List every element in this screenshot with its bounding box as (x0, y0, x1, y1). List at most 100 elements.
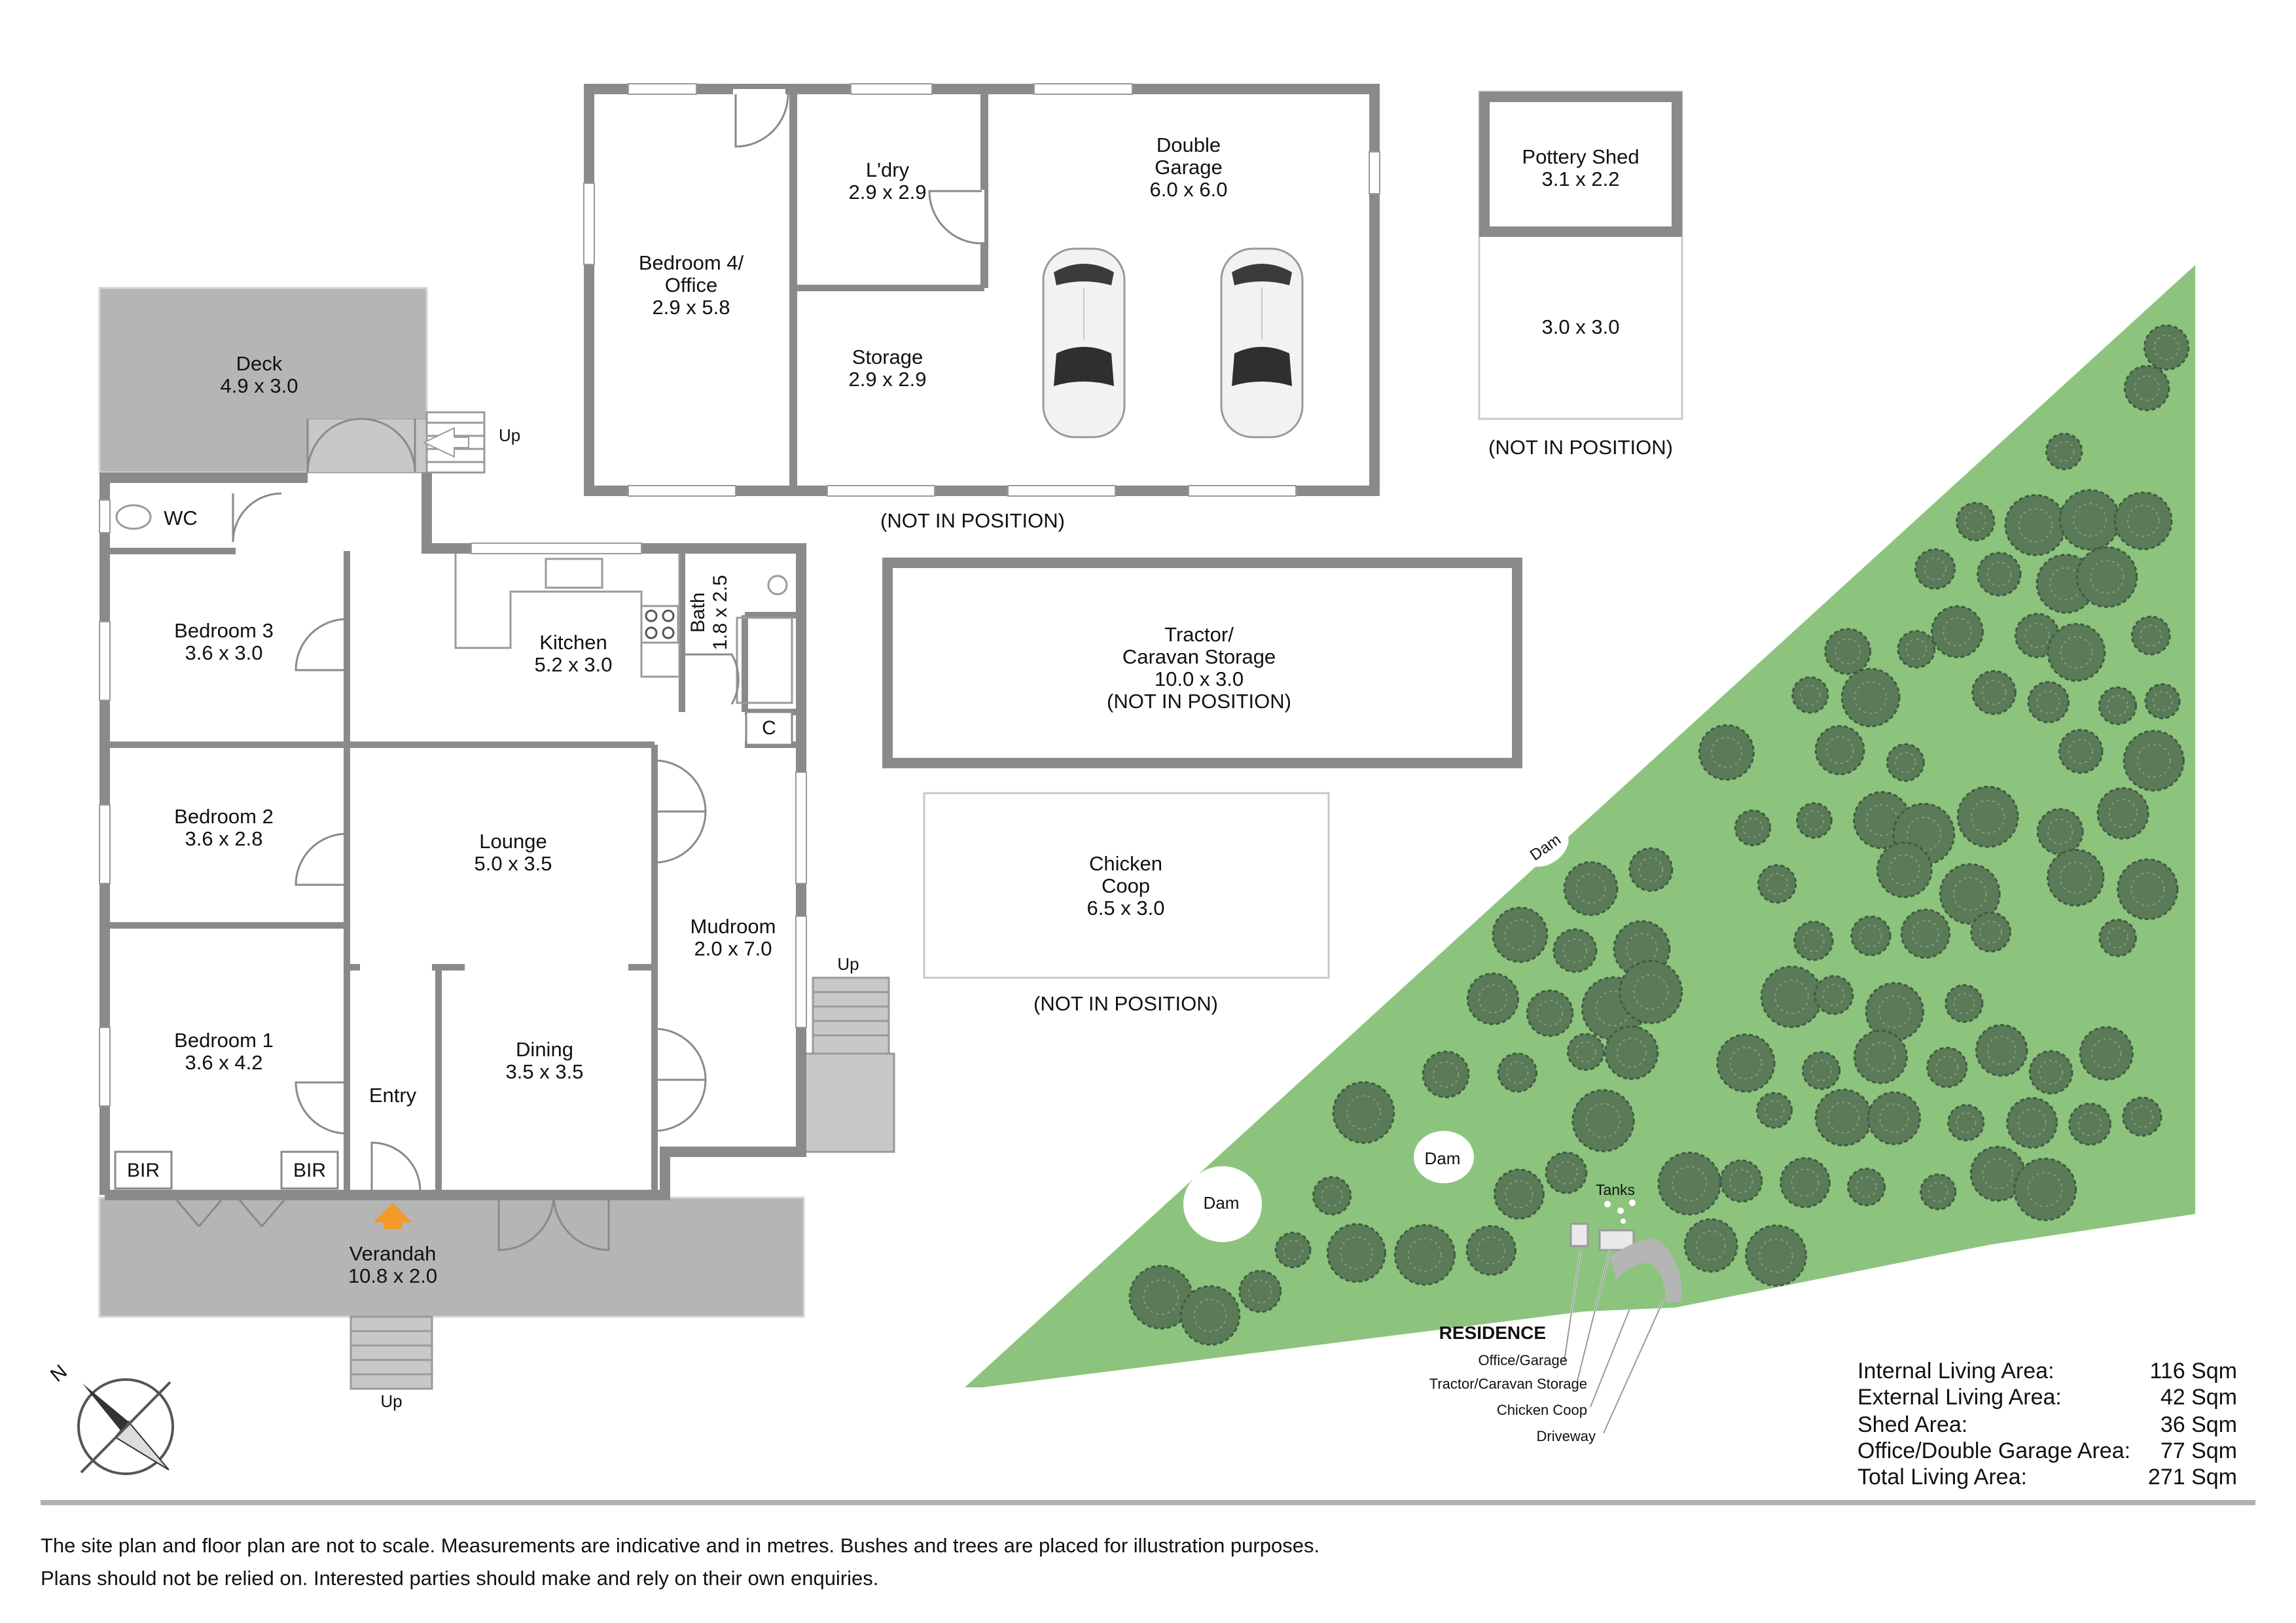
deck-size: 4.9 x 3.0 (221, 374, 298, 397)
tree-icon (1956, 785, 2019, 848)
tree-icon (2059, 489, 2121, 551)
area-label-total: Total Living Area: (1857, 1465, 2027, 1489)
tree-icon (2123, 730, 2185, 792)
tree-icon (2098, 918, 2137, 957)
residence-label: RESIDENCE (1439, 1323, 1546, 1343)
tree-icon (2006, 1097, 2058, 1149)
tree-icon (1900, 908, 1951, 959)
tractor-size: 10.0 x 3.0 (1155, 668, 1244, 690)
pottery-name: Pottery Shed (1522, 145, 1639, 168)
tree-icon (2045, 433, 2083, 471)
tree-icon (1801, 1051, 1841, 1090)
area-value-total: 271 Sqm (2148, 1465, 2237, 1489)
tree-icon (2036, 808, 2084, 855)
tree-icon (1865, 982, 1924, 1041)
pottery-size: 3.1 x 2.2 (1542, 168, 1620, 190)
tree-icon (1947, 1103, 1985, 1142)
tree-icon (1683, 1218, 1738, 1273)
tree-icon (2058, 728, 2104, 774)
tree-icon (1971, 669, 2017, 715)
dam-3 (1523, 827, 1569, 867)
tree-icon (1814, 724, 1865, 776)
coop-size: 6.5 x 3.0 (1087, 897, 1165, 919)
tree-icon (1566, 1033, 1605, 1071)
tree-icon (1657, 1151, 1722, 1216)
area-label-external: External Living Area: (1857, 1385, 2062, 1410)
tree-icon (1619, 959, 1683, 1024)
bedroom3-name: Bedroom 3 (174, 619, 274, 642)
tree-icon (2122, 1096, 2162, 1137)
bir-label-2: BIR (293, 1160, 326, 1181)
garage-not-in-position: (NOT IN POSITION) (880, 509, 1065, 532)
tree-icon (2079, 1026, 2134, 1081)
tree-icon (1734, 809, 1772, 847)
verandah (98, 1196, 805, 1318)
area-label-shed: Shed Area: (1857, 1412, 1967, 1437)
tanks-label: Tanks (1596, 1181, 1635, 1198)
bir-label-1: BIR (127, 1160, 160, 1181)
tree-icon (2028, 1050, 2073, 1095)
tree-icon (1956, 501, 1996, 542)
tree-icon (1493, 1168, 1545, 1220)
area-value-external: 42 Sqm (2161, 1385, 2237, 1410)
wc-name: WC (164, 507, 198, 529)
tree-icon (1628, 847, 1674, 892)
tree-icon (1238, 1270, 1282, 1313)
area-summary: Internal Living Area: 116 Sqm External L… (1857, 1359, 2237, 1489)
entry-name: Entry (369, 1084, 417, 1107)
garage-name-2: Garage (1155, 156, 1222, 179)
mudroom-size: 2.0 x 7.0 (694, 937, 772, 960)
bedroom4-size: 2.9 x 5.8 (653, 296, 730, 319)
callout-tractor: Tractor/Caravan Storage (1429, 1376, 1587, 1392)
coop-name-2: Coop (1102, 874, 1150, 897)
compass-icon (77, 1378, 174, 1475)
tree-icon (2123, 365, 2170, 412)
bedroom1-name: Bedroom 1 (174, 1029, 274, 1052)
tree-icon (1332, 1081, 1395, 1144)
tree-icon (1850, 915, 1892, 957)
tree-icon (1745, 1224, 1808, 1287)
tree-icon (1824, 628, 1872, 675)
kitchen-name: Kitchen (539, 631, 607, 654)
laundry-name: L'dry (866, 158, 910, 181)
tree-icon (1604, 1025, 1659, 1080)
cupboard-label: C (762, 717, 776, 739)
tree-icon (1791, 676, 1829, 714)
tree-icon (1492, 906, 1549, 963)
tree-icon (2027, 681, 2070, 724)
shed-annex-size: 3.0 x 3.0 (1542, 315, 1620, 338)
storage-size: 2.9 x 2.9 (849, 368, 927, 391)
tree-icon (1466, 972, 1520, 1026)
tree-icon (1755, 1092, 1793, 1129)
dam-label-2: Dam (1425, 1149, 1461, 1168)
callout-office-garage: Office/Garage (1478, 1352, 1568, 1368)
car-1 (1042, 247, 1126, 438)
tree-icon (1847, 1168, 1886, 1207)
mudroom-steps (793, 976, 895, 1153)
tree-icon (2047, 622, 2106, 682)
tree-icon (1719, 1159, 1763, 1203)
tree-icon (1757, 864, 1797, 904)
garage-size: 6.0 x 6.0 (1150, 178, 1228, 201)
tree-icon (1970, 911, 2011, 953)
tree-icon (1552, 928, 1598, 973)
area-label-office-garage: Office/Double Garage Area: (1857, 1438, 2130, 1463)
tree-icon (1179, 1285, 1241, 1346)
tree-icon (1393, 1224, 1456, 1286)
chicken-coop (923, 792, 1330, 979)
tree-icon (2143, 324, 2190, 371)
tree-icon (1793, 920, 1834, 961)
tree-icon (1930, 605, 1984, 658)
tree-icon (1422, 1050, 1470, 1099)
disclaimer-line-1: The site plan and floor plan are not to … (41, 1534, 1319, 1557)
tree-icon (1914, 548, 1956, 590)
tree-icon (1939, 863, 2001, 925)
tree-icon (1698, 724, 1755, 781)
tree-icon (1975, 1024, 2028, 1077)
tree-icon (1814, 1088, 1873, 1147)
trees (1128, 324, 2190, 1346)
tree-icon (1876, 842, 1933, 899)
site-plan: Dam Dam Dam Tanks RESIDENCE Offic (965, 265, 2195, 1444)
mudroom-up-label: Up (837, 954, 859, 974)
dam-2 (1414, 1131, 1474, 1183)
